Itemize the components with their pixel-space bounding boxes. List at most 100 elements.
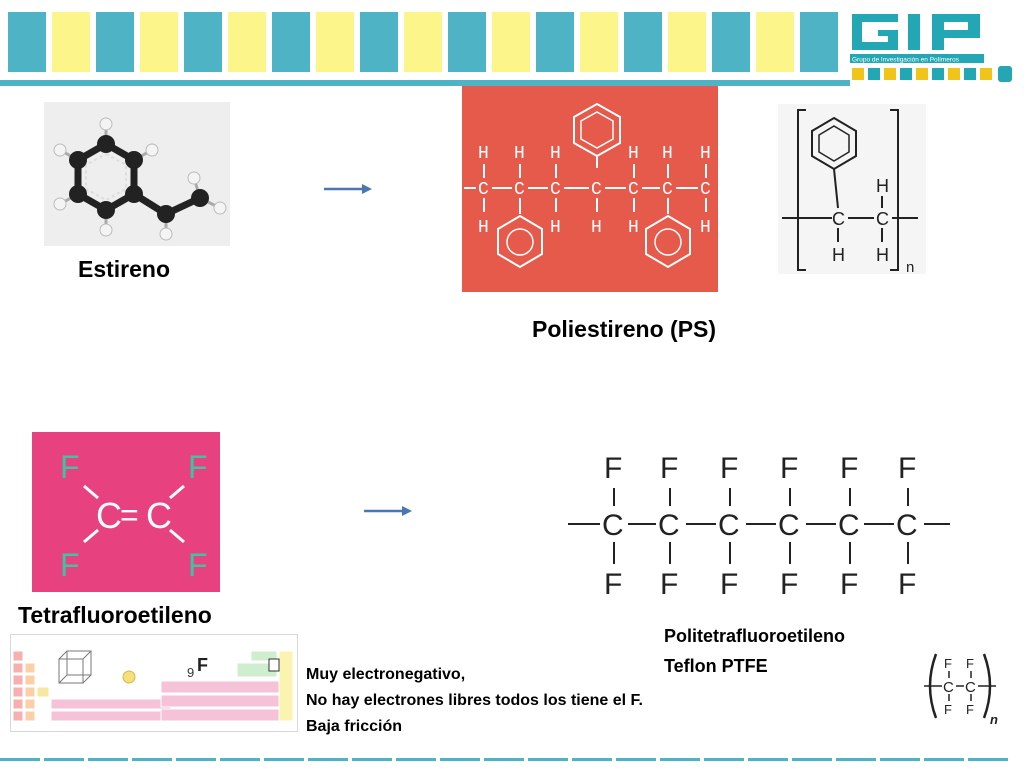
fluorine-atomic-number: 9 bbox=[187, 665, 194, 680]
atom-c: C bbox=[778, 509, 800, 542]
double-bond: = bbox=[120, 497, 139, 533]
atom-c: C bbox=[943, 679, 954, 696]
header-block bbox=[756, 12, 794, 72]
repeat-n: n bbox=[906, 259, 914, 274]
atom-c: C bbox=[700, 180, 711, 200]
atom-c: C bbox=[718, 509, 740, 542]
atom-h: H bbox=[700, 144, 711, 164]
atom-h: H bbox=[876, 245, 889, 265]
atom-h: H bbox=[832, 245, 845, 265]
atom-c: C bbox=[628, 180, 639, 200]
atom-h: H bbox=[876, 176, 889, 196]
header-block bbox=[580, 12, 618, 72]
header-block bbox=[8, 12, 46, 72]
header-block bbox=[404, 12, 442, 72]
note-line: Muy electronegativo, bbox=[306, 666, 466, 683]
atom-f: F bbox=[660, 452, 678, 485]
properties-notes: Muy electronegativo, No hay electrones l… bbox=[306, 662, 643, 740]
fluorine-symbol: F bbox=[197, 655, 208, 675]
atom-h: H bbox=[478, 218, 489, 238]
label-tetrafluoroetileno: Tetrafluoroetileno bbox=[18, 602, 212, 628]
atom-f: F bbox=[840, 452, 858, 485]
header-block bbox=[228, 12, 266, 72]
header-decoration-bar bbox=[0, 12, 850, 86]
atom-c: C bbox=[591, 180, 602, 200]
note-line: Baja fricción bbox=[306, 718, 403, 735]
atom-c: C bbox=[478, 180, 489, 200]
atom-c: C bbox=[146, 495, 172, 536]
atom-f: F bbox=[780, 452, 798, 485]
atom-f: F bbox=[604, 568, 622, 601]
header-block bbox=[360, 12, 398, 72]
label-estireno: Estireno bbox=[78, 256, 171, 282]
atom-f: F bbox=[720, 452, 738, 485]
atom-f: F bbox=[898, 452, 916, 485]
logo-subtitle: Grupo de Investigación en Polímeros bbox=[852, 57, 960, 64]
atom-h: H bbox=[628, 144, 639, 164]
atom-c: C bbox=[96, 495, 122, 536]
footer-decoration bbox=[0, 752, 1024, 761]
atom-f: F bbox=[966, 702, 974, 717]
atom-c: C bbox=[602, 509, 624, 542]
atom-f: F bbox=[60, 449, 80, 485]
atom-c: C bbox=[838, 509, 860, 542]
header-block bbox=[712, 12, 750, 72]
atom-f: F bbox=[966, 656, 974, 671]
atom-f: F bbox=[188, 547, 208, 583]
atom-f: F bbox=[780, 568, 798, 601]
tetrafluoroethylene-structure: F F F F C = C bbox=[32, 432, 220, 592]
ptfe-repeat-unit: F F C C F F n bbox=[922, 650, 1010, 730]
header-block bbox=[800, 12, 838, 72]
atom-c: C bbox=[965, 679, 976, 696]
atom-c: C bbox=[514, 180, 525, 200]
header-block bbox=[272, 12, 310, 72]
header-block bbox=[316, 12, 354, 72]
ptfe-chain-structure: F F F F F F C C C C C C F F F F F F bbox=[564, 444, 952, 604]
repeat-n: n bbox=[990, 712, 998, 727]
polystyrene-repeat-unit: H C C H H n bbox=[778, 104, 926, 276]
periodic-table-thumbnail: 9 F bbox=[10, 634, 298, 732]
atom-f: F bbox=[944, 702, 952, 717]
label-poliestireno: Poliestireno (PS) bbox=[532, 316, 717, 342]
atom-h: H bbox=[628, 218, 639, 238]
note-line: No hay electrones libres todos los tiene… bbox=[306, 692, 643, 709]
atom-h: H bbox=[514, 144, 525, 164]
atom-f: F bbox=[60, 547, 80, 583]
gip-logo: Grupo de Investigación en Polímeros bbox=[848, 8, 1018, 84]
reaction-arrow bbox=[322, 181, 374, 197]
atom-h: H bbox=[662, 144, 673, 164]
atom-h: H bbox=[550, 144, 561, 164]
atom-h: H bbox=[478, 144, 489, 164]
atom-f: F bbox=[604, 452, 622, 485]
reaction-arrow bbox=[362, 503, 414, 519]
atom-h: H bbox=[700, 218, 711, 238]
polystyrene-structure: H H H H H H C C C C C C C H H H bbox=[462, 86, 718, 292]
header-block bbox=[52, 12, 90, 72]
header-block bbox=[536, 12, 574, 72]
styrene-3d-model bbox=[44, 102, 230, 246]
label-politetrafluoroetileno: Politetrafluoroetileno bbox=[664, 626, 846, 646]
atom-f: F bbox=[660, 568, 678, 601]
atom-f: F bbox=[720, 568, 738, 601]
atom-h: H bbox=[550, 218, 561, 238]
label-teflon: Teflon PTFE bbox=[664, 656, 768, 676]
header-block bbox=[184, 12, 222, 72]
atom-c: C bbox=[876, 209, 889, 229]
header-block bbox=[492, 12, 530, 72]
atom-c: C bbox=[832, 209, 845, 229]
atom-f: F bbox=[188, 449, 208, 485]
atom-h: H bbox=[591, 218, 602, 238]
atom-c: C bbox=[658, 509, 680, 542]
atom-f: F bbox=[944, 656, 952, 671]
atom-c: C bbox=[662, 180, 673, 200]
header-block bbox=[668, 12, 706, 72]
header-block bbox=[624, 12, 662, 72]
atom-f: F bbox=[840, 568, 858, 601]
atom-f: F bbox=[898, 568, 916, 601]
header-block bbox=[140, 12, 178, 72]
header-block bbox=[96, 12, 134, 72]
header-stripe bbox=[0, 80, 850, 86]
atom-c: C bbox=[550, 180, 561, 200]
atom-c: C bbox=[896, 509, 918, 542]
header-block bbox=[448, 12, 486, 72]
